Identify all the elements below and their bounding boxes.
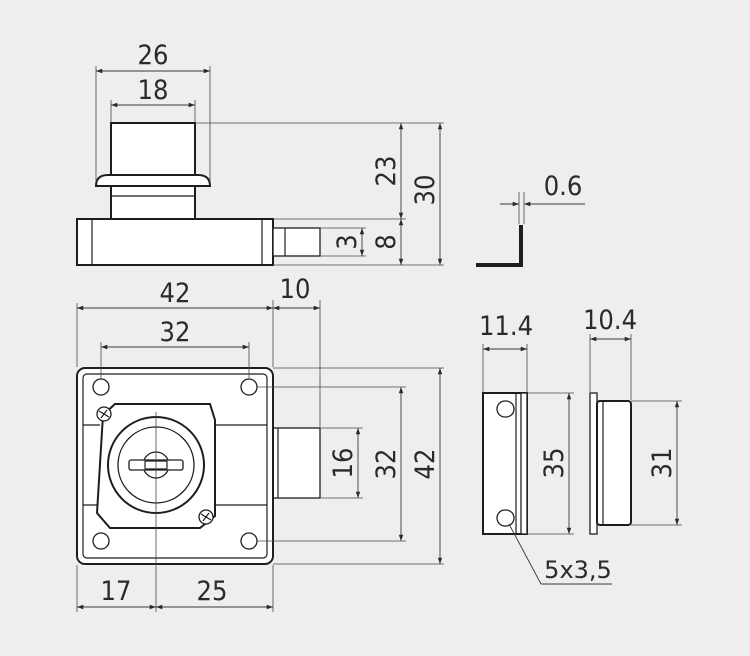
dim-body-height-front: 42: [410, 449, 441, 480]
front-view: 42 10 32 16 32 42 17 25: [76, 274, 444, 612]
dim-strike-height: 35: [539, 448, 570, 479]
dim-strike-depth: 11.4: [479, 311, 533, 342]
dim-hole-spacing: 32: [160, 317, 191, 348]
mount-hole-top-left: [92, 378, 110, 396]
strike-hole-top: [496, 400, 515, 418]
dim-keeper-height: 31: [647, 448, 678, 479]
strike-hole-bottom: [496, 509, 515, 527]
bracket-profile: [476, 225, 523, 267]
strike-plate: 11.4 35 5x3,5: [479, 311, 612, 585]
keeper-back-plate: [589, 392, 598, 535]
dim-center-offset-left: 17: [101, 576, 132, 607]
top-view: 26 18 23 30 3 8: [76, 40, 444, 266]
cylinder-flange: [94, 174, 212, 187]
dim-strike-hole-size: 5x3,5: [544, 556, 612, 584]
dim-total-height: 30: [410, 175, 441, 206]
mount-hole-bottom-right: [240, 532, 258, 550]
dim-bolt-height: 3: [332, 234, 363, 249]
lock-body-side: [76, 218, 274, 266]
bolt-side: [272, 227, 321, 257]
dim-vertical-hole-spacing: 32: [371, 449, 402, 480]
dim-bracket-thickness: 0.6: [544, 171, 583, 202]
cylinder-body: [110, 122, 196, 181]
dim-center-offset-right: 25: [197, 576, 228, 607]
angle-bracket: 0.6: [476, 171, 585, 267]
mount-hole-top-right: [240, 378, 258, 396]
dim-cylinder-inner-width: 18: [138, 75, 169, 106]
dim-bolt-projection: 10: [280, 274, 311, 305]
dim-body-height: 8: [371, 234, 402, 249]
dim-keeper-depth: 10.4: [583, 305, 637, 336]
dim-body-width: 42: [160, 278, 191, 309]
strike-plate-edge: [520, 392, 528, 535]
dim-cylinder-height: 23: [371, 156, 402, 187]
keeper: 10.4 31: [583, 305, 682, 535]
mount-hole-bottom-left: [92, 532, 110, 550]
dim-cylinder-outer-width: 26: [138, 40, 169, 71]
dim-bolt-width: 16: [328, 448, 359, 479]
cylinder-neck: [110, 185, 196, 220]
lock-plate-inner: [82, 373, 268, 559]
keeper-body: [596, 400, 632, 526]
